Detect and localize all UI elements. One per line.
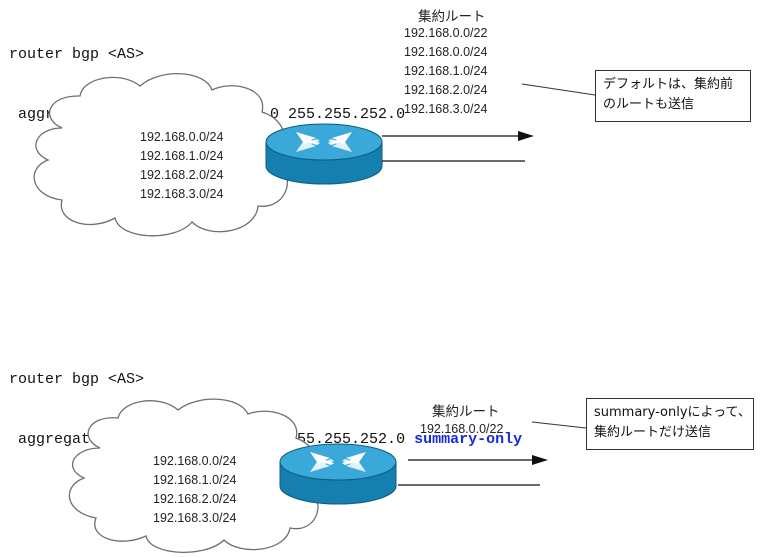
top-cloud-route-2: 192.168.1.0/24 bbox=[140, 149, 224, 163]
bottom-callout-line-1: summary-onlyによって、 bbox=[594, 405, 751, 420]
top-advertised-route-2: 192.168.0.0/24 bbox=[404, 45, 488, 59]
bottom-advertised-routes: 192.168.0.0/22 bbox=[420, 420, 503, 439]
bottom-cloud-routes: 192.168.0.0/24 192.168.1.0/24 192.168.2.… bbox=[153, 452, 236, 528]
top-advertised-route-1: 192.168.0.0/22 bbox=[404, 26, 488, 40]
summary-only-keyword: summary-only bbox=[414, 431, 523, 448]
top-advertised-route-4: 192.168.2.0/24 bbox=[404, 83, 488, 97]
bottom-callout-line-2: 集約ルートだけ送信 bbox=[594, 425, 712, 440]
top-callout-line-2: のルートも送信 bbox=[603, 97, 695, 112]
top-cloud-routes: 192.168.0.0/24 192.168.1.0/24 192.168.2.… bbox=[140, 128, 223, 204]
top-callout-line-1: デフォルトは、集約前 bbox=[603, 77, 734, 92]
bottom-aggregate-title: 集約ルート bbox=[432, 404, 500, 420]
bottom-callout-box: summary-onlyによって、 集約ルートだけ送信 bbox=[586, 398, 754, 450]
top-arrow-head bbox=[518, 131, 534, 141]
bottom-cloud-route-4: 192.168.3.0/24 bbox=[153, 511, 237, 525]
bottom-cloud-route-1: 192.168.0.0/24 bbox=[153, 454, 237, 468]
top-advertised-routes: 192.168.0.0/22 192.168.0.0/24 192.168.1.… bbox=[404, 24, 487, 119]
top-command-line-1: router bgp <AS> bbox=[9, 46, 145, 63]
top-callout-box: デフォルトは、集約前 のルートも送信 bbox=[595, 70, 751, 122]
top-advertised-route-5: 192.168.3.0/24 bbox=[404, 102, 488, 116]
bottom-arrow-head bbox=[532, 455, 548, 465]
top-cloud-route-4: 192.168.3.0/24 bbox=[140, 187, 224, 201]
bottom-cloud-route-3: 192.168.2.0/24 bbox=[153, 492, 237, 506]
bottom-callout-pointer bbox=[531, 421, 587, 429]
top-cloud-route-3: 192.168.2.0/24 bbox=[140, 168, 224, 182]
bottom-network-cloud bbox=[68, 398, 319, 553]
bottom-cloud-route-2: 192.168.1.0/24 bbox=[153, 473, 237, 487]
top-aggregate-title: 集約ルート bbox=[418, 9, 486, 25]
bottom-advertised-route-1: 192.168.0.0/22 bbox=[420, 422, 504, 436]
top-advertised-route-3: 192.168.1.0/24 bbox=[404, 64, 488, 78]
bottom-command-line-1: router bgp <AS> bbox=[9, 371, 145, 388]
top-router-icon bbox=[265, 123, 383, 185]
top-cloud-route-1: 192.168.0.0/24 bbox=[140, 130, 224, 144]
bottom-router-icon bbox=[279, 443, 397, 505]
top-network-cloud bbox=[33, 73, 288, 237]
top-callout-pointer bbox=[521, 83, 596, 96]
